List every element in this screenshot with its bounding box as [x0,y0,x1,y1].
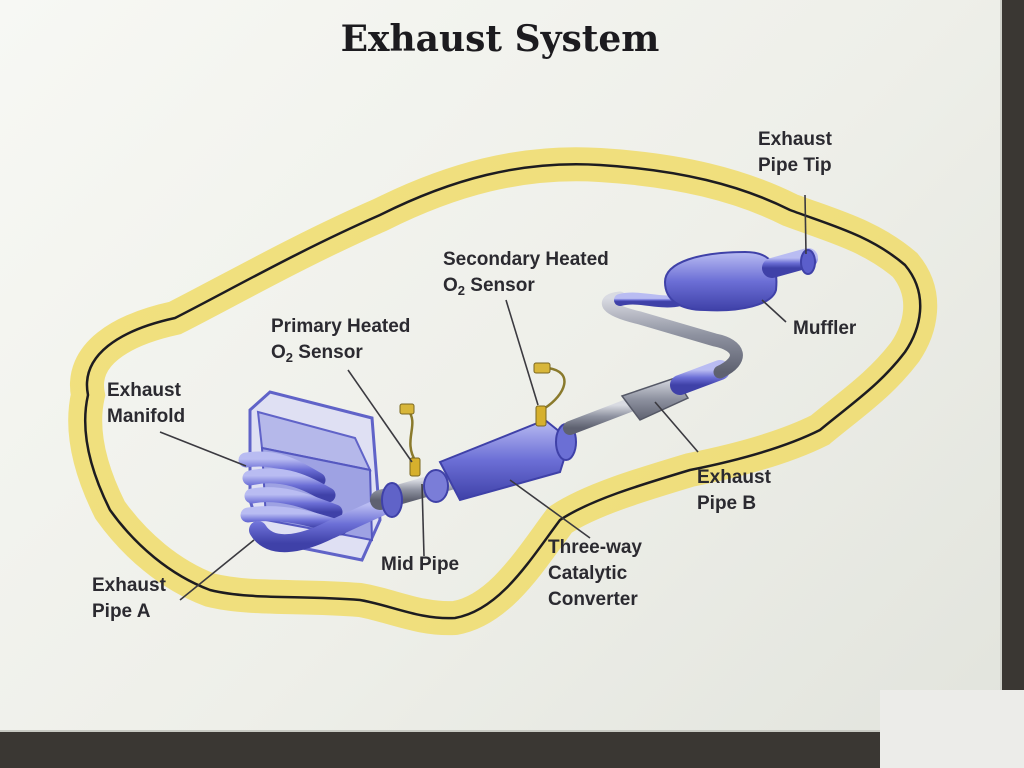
secondary-o2-sensor [533,362,566,427]
mid-pipe [370,469,460,518]
paper-edge [880,690,1024,768]
leader-lines [159,194,807,601]
label-primary-o2-sensor: Primary Heated O2 Sensor [271,314,410,371]
label-exhaust-manifold: Exhaust Manifold [107,378,185,430]
exhaust-pipe-a [249,496,394,553]
car-outline [84,163,922,620]
primary-o2-sensor [399,403,421,477]
label-line: Pipe Tip [758,155,832,176]
label-line: Exhaust [697,467,771,488]
diagram-title: Exhaust System [340,18,660,60]
label-line: Catalytic [548,563,628,584]
label-line: Exhaust [107,380,181,401]
label-line: Manifold [107,406,186,427]
label-line: Pipe B [697,493,757,514]
muffler [663,248,818,312]
label-line: Secondary Heated [443,249,609,270]
label-secondary-o2-sensor: Secondary Heated O2 Sensor [443,247,609,304]
car-outline-glow [68,147,938,636]
label-three-way-catalytic-converter: Three-way Catalytic Converter [548,535,642,613]
label-line: Exhaust [758,129,832,150]
label-muffler: Muffler [793,318,857,339]
exhaust-pipe-b [563,291,743,435]
label-line: Converter [548,589,638,610]
label-line: O2 Sensor [443,275,535,298]
label-line: O2 Sensor [271,342,363,365]
label-line: Exhaust [92,575,166,596]
catalytic-converter [438,418,577,502]
label-line: Pipe A [92,601,151,622]
label-line: Primary Heated [271,316,411,337]
label-line: Three-way [548,537,642,558]
label-exhaust-pipe-a: Exhaust Pipe A [92,573,166,625]
label-exhaust-pipe-b: Exhaust Pipe B [697,465,771,517]
label-exhaust-pipe-tip: Exhaust Pipe Tip [758,127,832,179]
label-mid-pipe: Mid Pipe [381,554,460,575]
